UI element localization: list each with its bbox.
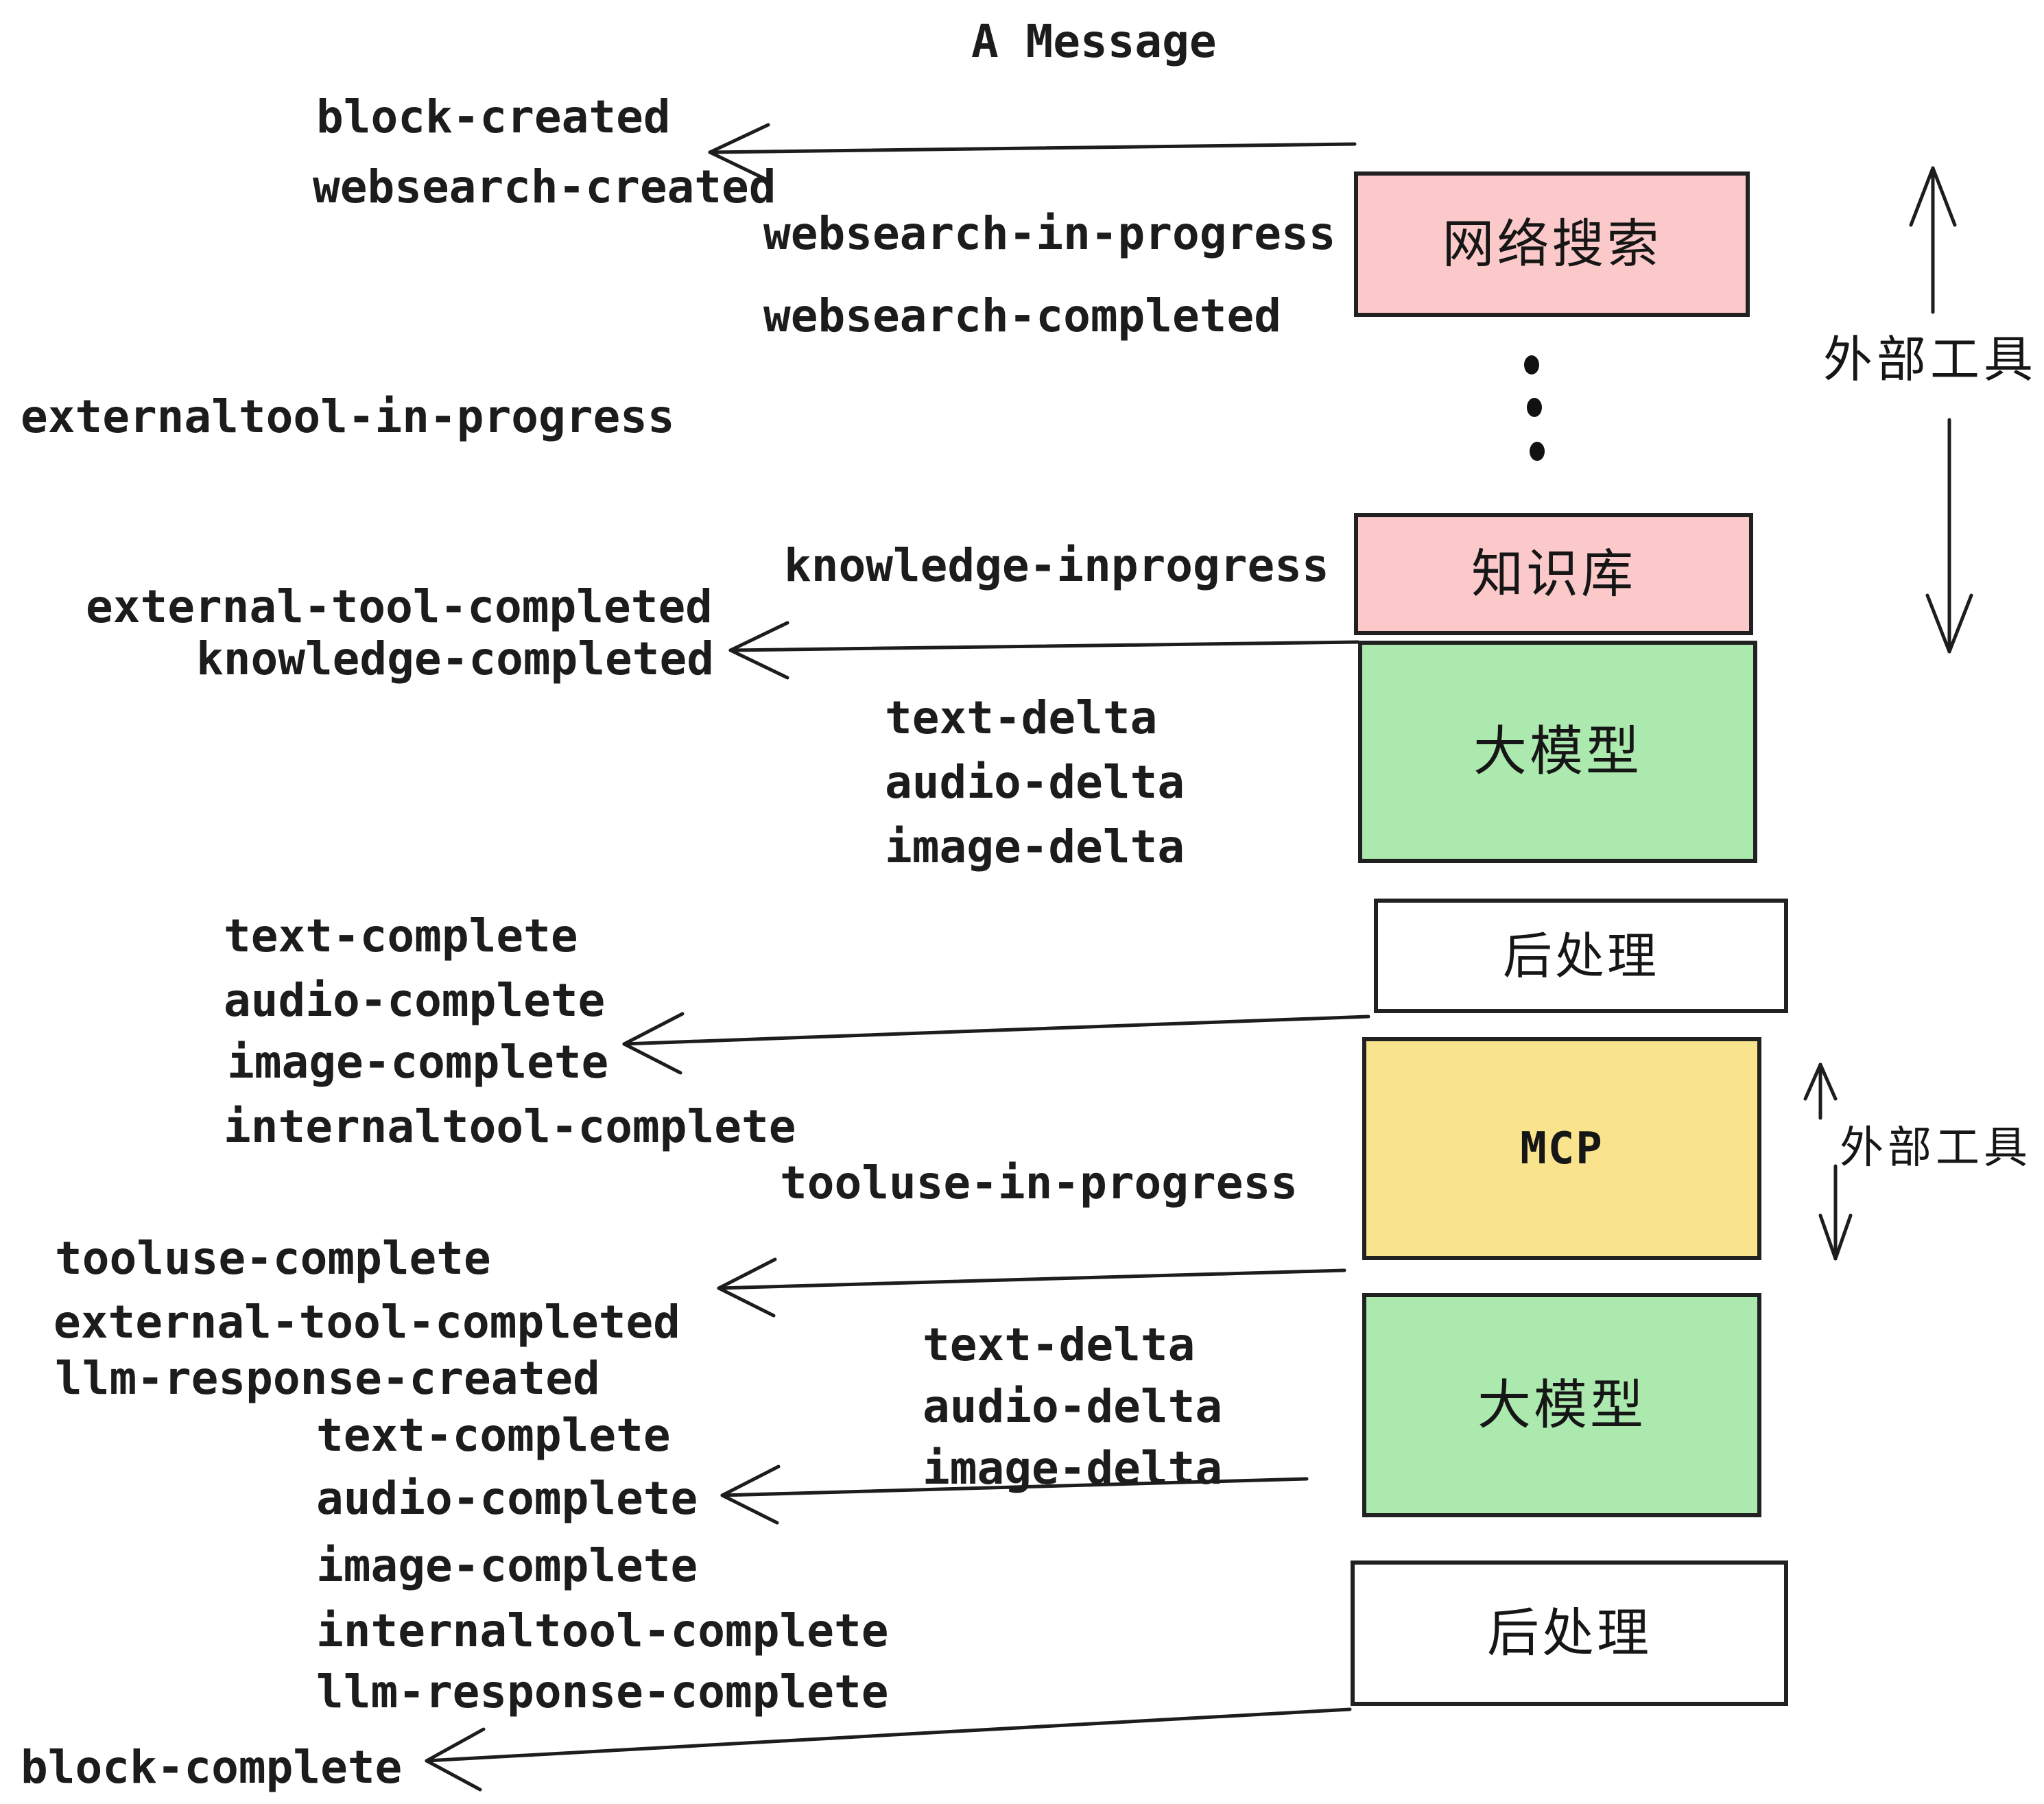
- event-label-external-tool-completed-1: external-tool-completed: [86, 580, 713, 633]
- event-label-audio-complete-2: audio-complete: [316, 1472, 698, 1525]
- event-label-audio-complete-1: audio-complete: [224, 974, 606, 1027]
- external-tools-label-1: 外部工具: [1823, 331, 2038, 388]
- external-tool-range-arrow-up: [1909, 166, 1957, 314]
- node-knowledge-base-label: 知识库: [1471, 543, 1636, 604]
- node-post-process-1: 后处理: [1374, 899, 1788, 1013]
- event-label-knowledge-completed: knowledge-completed: [196, 632, 714, 685]
- event-label-block-created: block-created: [316, 91, 671, 143]
- event-label-audio-delta-2: audio-delta: [923, 1380, 1223, 1433]
- mcp-external-tool-arrow-up: [1803, 1063, 1838, 1120]
- page-title: A Message: [971, 15, 1217, 68]
- node-post-process-1-label: 后处理: [1502, 927, 1659, 985]
- event-label-text-delta-2: text-delta: [923, 1318, 1196, 1371]
- event-label-image-delta-2: image-delta: [923, 1442, 1223, 1495]
- node-llm-2: 大模型: [1362, 1293, 1761, 1517]
- event-label-websearch-completed: websearch-completed: [763, 289, 1281, 342]
- node-mcp-label: MCP: [1520, 1123, 1604, 1174]
- event-label-tooluse-in-progress: tooluse-in-progress: [780, 1156, 1298, 1209]
- event-label-llm-response-created: llm-response-created: [55, 1352, 600, 1405]
- event-label-block-complete: block-complete: [21, 1741, 403, 1794]
- event-label-image-complete-1: image-complete: [227, 1036, 609, 1089]
- node-web-search-label: 网络搜索: [1442, 213, 1662, 274]
- ellipsis-dots: [1524, 355, 1545, 461]
- node-post-process-2-label: 后处理: [1487, 1602, 1652, 1663]
- arrow-to-knowledge-completed: [728, 621, 1360, 680]
- event-label-text-complete-1: text-complete: [224, 910, 578, 962]
- node-mcp: MCP: [1362, 1037, 1761, 1260]
- event-label-internaltool-complete-1: internaltool-complete: [224, 1100, 796, 1153]
- event-label-externaltool-in-progress: externaltool-in-progress: [21, 390, 675, 443]
- event-label-websearch-created: websearch-created: [313, 161, 776, 213]
- event-label-websearch-in-progress: websearch-in-progress: [763, 207, 1336, 260]
- arrow-to-audio-complete: [720, 1464, 1309, 1525]
- event-label-text-complete-2: text-complete: [316, 1409, 671, 1462]
- node-llm-2-label: 大模型: [1477, 1374, 1646, 1436]
- node-llm-1-label: 大模型: [1473, 721, 1642, 783]
- event-label-llm-response-complete: llm-response-complete: [316, 1665, 889, 1718]
- arrow-to-external-tool-completed: [717, 1257, 1346, 1318]
- node-knowledge-base: 知识库: [1354, 513, 1753, 635]
- node-web-search: 网络搜索: [1354, 171, 1750, 317]
- arrow-to-block-created: [708, 123, 1357, 182]
- arrow-to-image-complete: [622, 1012, 1370, 1075]
- node-post-process-2: 后处理: [1351, 1560, 1788, 1706]
- event-label-knowledge-inprogress: knowledge-inprogress: [784, 539, 1329, 592]
- event-label-tooluse-complete: tooluse-complete: [55, 1232, 491, 1285]
- event-label-external-tool-completed-2: external-tool-completed: [54, 1296, 680, 1349]
- external-tool-range-arrow-down: [1925, 418, 1973, 654]
- mcp-external-tool-arrow-down: [1818, 1164, 1853, 1261]
- node-llm-1: 大模型: [1358, 641, 1757, 863]
- event-label-image-delta-1: image-delta: [885, 820, 1185, 873]
- event-label-audio-delta-1: audio-delta: [885, 756, 1185, 809]
- event-label-internaltool-complete-2: internaltool-complete: [316, 1604, 889, 1657]
- event-label-text-delta-1: text-delta: [885, 691, 1158, 744]
- arrow-to-block-complete: [425, 1707, 1352, 1792]
- external-tools-label-2: 外部工具: [1840, 1123, 2032, 1174]
- event-label-image-complete-2: image-complete: [316, 1539, 698, 1592]
